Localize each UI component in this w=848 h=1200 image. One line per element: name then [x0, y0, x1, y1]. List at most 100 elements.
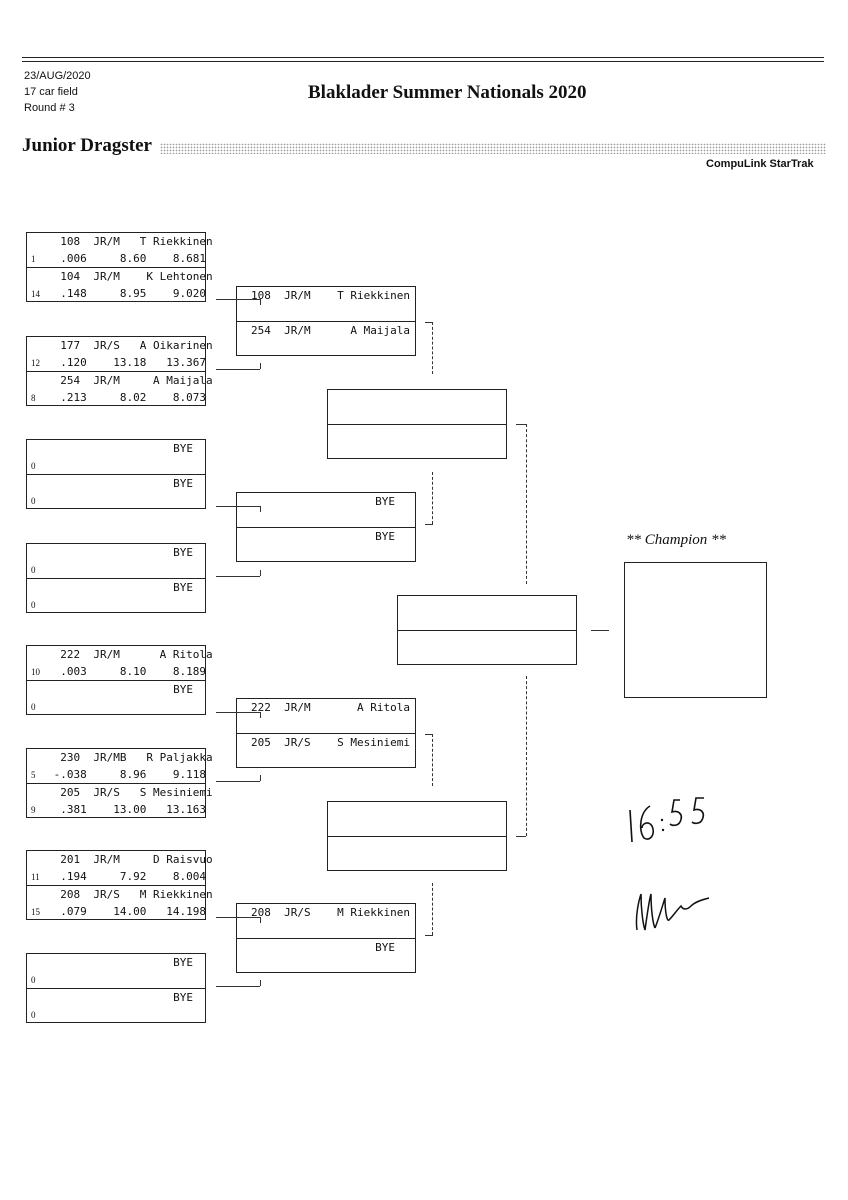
- racer-entry-line: 108 JR/M T Riekkinen: [251, 289, 410, 302]
- racer-entry-line: 205 JR/S S Mesiniemi: [47, 786, 213, 799]
- connector-line: [425, 734, 433, 735]
- connector-line: [260, 980, 261, 986]
- bye-label: BYE: [173, 546, 193, 559]
- row-divider: [237, 527, 415, 528]
- champion-box: [624, 562, 767, 698]
- handwritten-time-mark: [629, 797, 705, 843]
- racer-seed: 0: [31, 702, 36, 712]
- brand-label: CompuLink StarTrak: [706, 158, 814, 170]
- row-divider: [398, 630, 576, 631]
- bye-label: BYE: [375, 495, 395, 508]
- connector-line: [216, 576, 260, 577]
- racer-seed: 1: [31, 254, 36, 264]
- racer-seed: 8: [31, 393, 36, 403]
- racer-entry-line: 104 JR/M K Lehtonen: [47, 270, 213, 283]
- connector-line: [260, 917, 261, 923]
- racer-entry-line: 254 JR/M A Maijala: [251, 324, 410, 337]
- racer-entry-line: 222 JR/M A Ritola: [47, 648, 213, 661]
- header-rule-top: [22, 57, 824, 58]
- bye-label: BYE: [173, 442, 193, 455]
- racer-seed: 12: [31, 358, 40, 368]
- racer-times-line: .120 13.18 13.367: [47, 356, 206, 369]
- racer-times-line: .006 8.60 8.681: [47, 252, 206, 265]
- racer-times-line: .213 8.02 8.073: [47, 391, 206, 404]
- row-divider: [27, 988, 205, 989]
- connector-line: [260, 570, 261, 576]
- racer-times-line: .148 8.95 9.020: [47, 287, 206, 300]
- racer-times-line: .194 7.92 8.004: [47, 870, 206, 883]
- racer-seed: 0: [31, 600, 36, 610]
- connector-line: [260, 775, 261, 781]
- row-divider: [237, 938, 415, 939]
- connector-line: [260, 299, 261, 305]
- racer-times-line: -.038 8.96 9.118: [47, 768, 206, 781]
- connector-line: [526, 424, 527, 584]
- connector-line: [260, 363, 261, 369]
- bye-label: BYE: [375, 941, 395, 954]
- connector-line: [516, 836, 526, 837]
- row-divider: [237, 733, 415, 734]
- event-title: Blaklader Summer Nationals 2020: [308, 82, 587, 103]
- racer-seed: 11: [31, 872, 40, 882]
- racer-seed: 0: [31, 496, 36, 506]
- racer-times-line: .381 13.00 13.163: [47, 803, 206, 816]
- connector-line: [260, 712, 261, 718]
- racer-entry-line: 222 JR/M A Ritola: [251, 701, 410, 714]
- connector-line: [216, 506, 260, 507]
- final-to-champion-line: [591, 630, 609, 631]
- racer-seed: 0: [31, 565, 36, 575]
- round1-matchup-box: 177 JR/S A Oikarinen 12 .120 13.18 13.367…: [26, 336, 213, 406]
- row-divider: [328, 424, 506, 425]
- racer-entry-line: 201 JR/M D Raisvuo: [47, 853, 213, 866]
- racer-seed: 15: [31, 907, 40, 917]
- champion-label: ** Champion **: [626, 532, 727, 548]
- racer-seed: 0: [31, 975, 36, 985]
- bye-label: BYE: [173, 477, 193, 490]
- racer-entry-line: 108 JR/M T Riekkinen: [47, 235, 213, 248]
- racer-seed: 0: [31, 1010, 36, 1020]
- bye-label: BYE: [173, 956, 193, 969]
- row-divider: [328, 836, 506, 837]
- connector-line: [432, 472, 433, 524]
- racer-seed: 14: [31, 289, 40, 299]
- connector-line: [216, 299, 260, 300]
- racer-entry-line: 230 JR/MB R Paljakka: [47, 751, 213, 764]
- connector-line: [260, 506, 261, 512]
- round3-box-bottom: [327, 801, 507, 871]
- row-divider: [27, 783, 205, 784]
- connector-line: [216, 712, 260, 713]
- connector-line: [432, 883, 433, 935]
- racer-times-line: .079 14.00 14.198: [47, 905, 206, 918]
- row-divider: [237, 321, 415, 322]
- connector-line: [425, 524, 433, 525]
- event-date: 23/AUG/2020: [24, 70, 91, 82]
- car-field-count: 17 car field: [24, 86, 78, 98]
- racer-entry-line: 208 JR/S M Riekkinen: [251, 906, 410, 919]
- bye-label: BYE: [173, 991, 193, 1004]
- connector-line: [432, 734, 433, 786]
- racer-seed: 9: [31, 805, 36, 815]
- racer-seed: 10: [31, 667, 40, 677]
- racer-entry-line: 254 JR/M A Maijala: [47, 374, 213, 387]
- row-divider: [27, 680, 205, 681]
- handwritten-signature-mark: [635, 893, 710, 931]
- racer-entry-line: 177 JR/S A Oikarinen: [47, 339, 213, 352]
- racer-times-line: .003 8.10 8.189: [47, 665, 206, 678]
- round3-box-top: [327, 389, 507, 459]
- row-divider: [27, 474, 205, 475]
- bye-label: BYE: [173, 581, 193, 594]
- round1-matchup-box: 108 JR/M T Riekkinen 1 .006 8.60 8.681 10…: [26, 232, 213, 302]
- title-dot-leader: [160, 143, 826, 154]
- connector-line: [516, 424, 526, 425]
- round2-matchup-box: 108 JR/M T Riekkinen 254 JR/M A Maijala: [236, 286, 416, 356]
- connector-line: [432, 322, 433, 374]
- connector-line: [216, 986, 260, 987]
- row-divider: [27, 885, 205, 886]
